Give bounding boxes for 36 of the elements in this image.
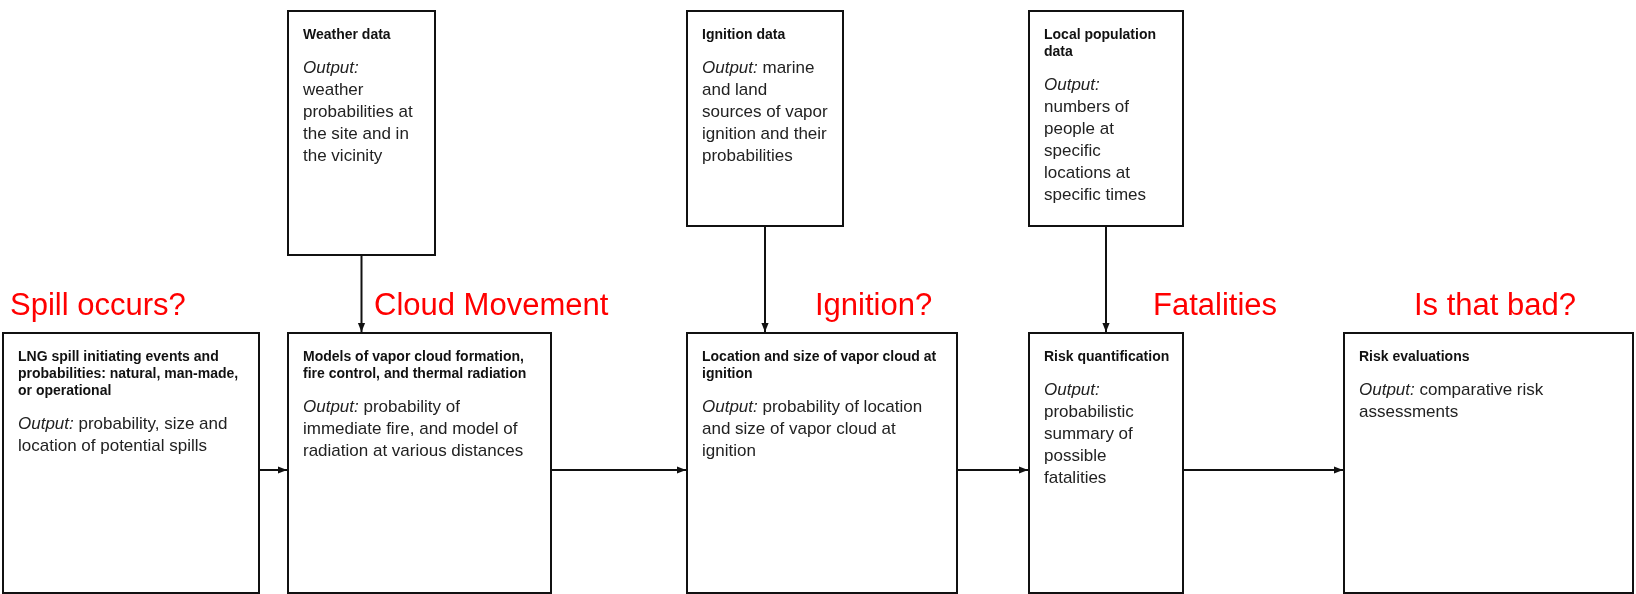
box-description: Output: marine and land sources of vapor ignition and their probabilities [702, 57, 829, 167]
box-description: Output: comparative risk assessments [1359, 379, 1545, 423]
box-description: Output: probabilistic summary of possible fatalities [1044, 379, 1135, 489]
process-box [1343, 332, 1634, 594]
arrow [1102, 226, 1110, 333]
stage-question: Spill occurs? [10, 287, 186, 323]
stage-question: Cloud Movement [374, 287, 609, 323]
box-description: Output: weather probabilities at the site and in the vicinity [303, 57, 414, 167]
box-heading: Local population data [1044, 26, 1157, 60]
box-heading: Risk quantification [1044, 348, 1170, 365]
arrow [357, 255, 366, 333]
arrow [551, 466, 687, 474]
process-box [1028, 332, 1184, 594]
process-box [686, 332, 958, 594]
stage-question: Is that bad? [1414, 287, 1576, 323]
process-box [287, 10, 436, 256]
process-box [287, 332, 552, 594]
box-description: Output: probability of location and size of vapor cloud at ignition [702, 396, 924, 462]
process-box [1028, 10, 1184, 227]
box-description: Output: numbers of people at specific locations at specific times [1044, 74, 1148, 206]
stage-question: Ignition? [815, 287, 933, 323]
arrow [259, 466, 288, 474]
arrow [957, 466, 1029, 474]
arrow [761, 226, 769, 333]
box-heading: Ignition data [702, 26, 787, 43]
box-heading: LNG spill initiating events and probabilities: natural, man-made, or operational [18, 348, 240, 399]
process-box [686, 10, 844, 227]
stage-question: Fatalities [1153, 287, 1278, 323]
box-description: Output: probability, size and location of potential spills [18, 413, 229, 457]
box-heading: Models of vapor cloud formation, fire control, and thermal radiation [303, 348, 528, 382]
box-heading: Weather data [303, 26, 392, 43]
process-box [2, 332, 260, 594]
arrow [1183, 466, 1344, 474]
box-description: Output: probability of immediate fire, and model of radiation at various distances [303, 396, 525, 462]
box-heading: Location and size of vapor cloud at ignition [702, 348, 938, 382]
box-heading: Risk evaluations [1359, 348, 1471, 365]
